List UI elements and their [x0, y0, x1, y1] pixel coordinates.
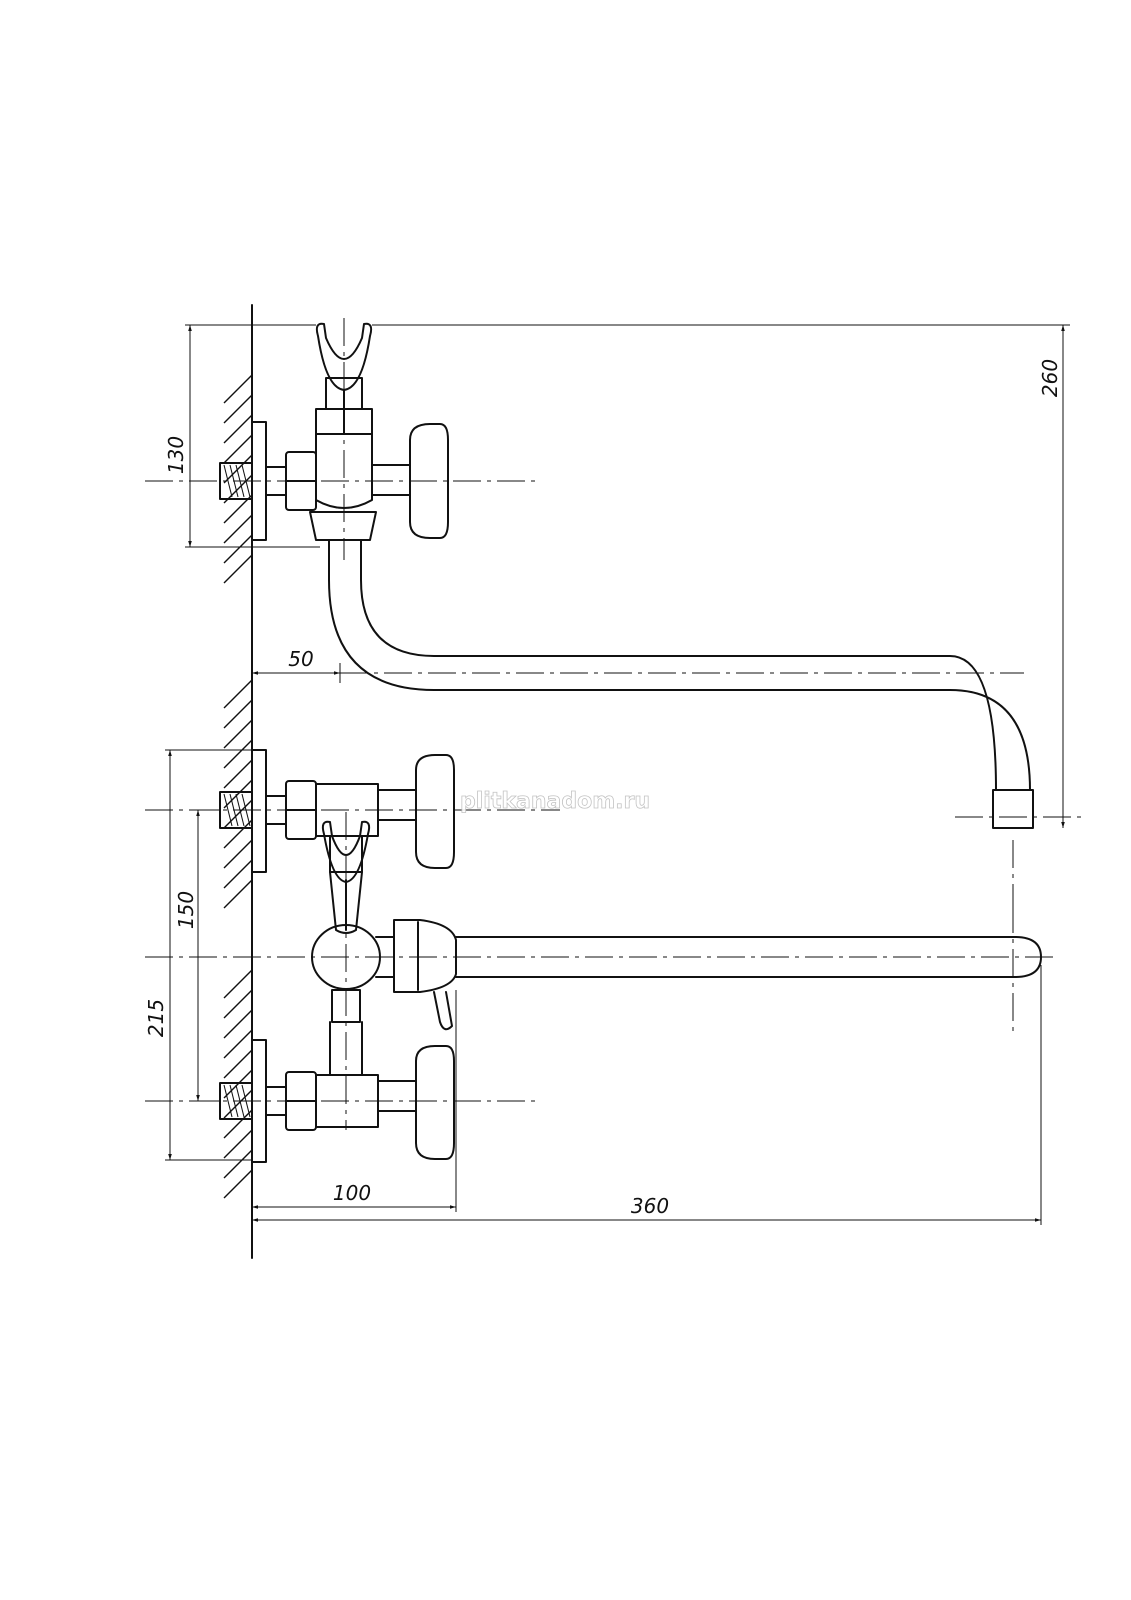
- top-handle: [409, 423, 449, 539]
- top-collar: [309, 511, 377, 541]
- switch-lever: [433, 991, 453, 1031]
- mixer-body-upper: [329, 835, 363, 873]
- diverter-handle: [329, 871, 363, 934]
- top-valve-body: [315, 433, 373, 509]
- switch-housing: [393, 919, 457, 993]
- dim-260-label: 260: [1038, 359, 1062, 397]
- gooseneck-spout-outer: [328, 539, 1031, 791]
- watermark-text: plitkanadom.ru: [460, 789, 650, 814]
- dim-50-label: 50: [288, 647, 313, 671]
- wall-hatching-top: [223, 374, 253, 584]
- hot-flange: [251, 749, 267, 873]
- dim-100-label: 100: [333, 1181, 371, 1205]
- dim-130-label: 130: [164, 436, 188, 474]
- mixer-shower-holder: [321, 820, 371, 883]
- top-unit: [145, 318, 1086, 930]
- wall-hatching-middle: [223, 679, 253, 909]
- dim-215-label: 215: [144, 999, 168, 1037]
- dim-150-label: 150: [174, 891, 198, 929]
- cold-handle: [415, 1045, 455, 1160]
- dimension-lines: [165, 324, 1070, 1225]
- dimension-labels: 130 260 50 150 215 100 360: [144, 359, 1062, 1218]
- spout-aerator: [992, 789, 1034, 829]
- wall-hatching-bottom: [223, 969, 253, 1199]
- dim-360-label: 360: [631, 1194, 669, 1218]
- hot-handle: [415, 754, 455, 869]
- gooseneck-spout-inner: [360, 539, 997, 791]
- mixer-body-lower: [329, 1021, 363, 1076]
